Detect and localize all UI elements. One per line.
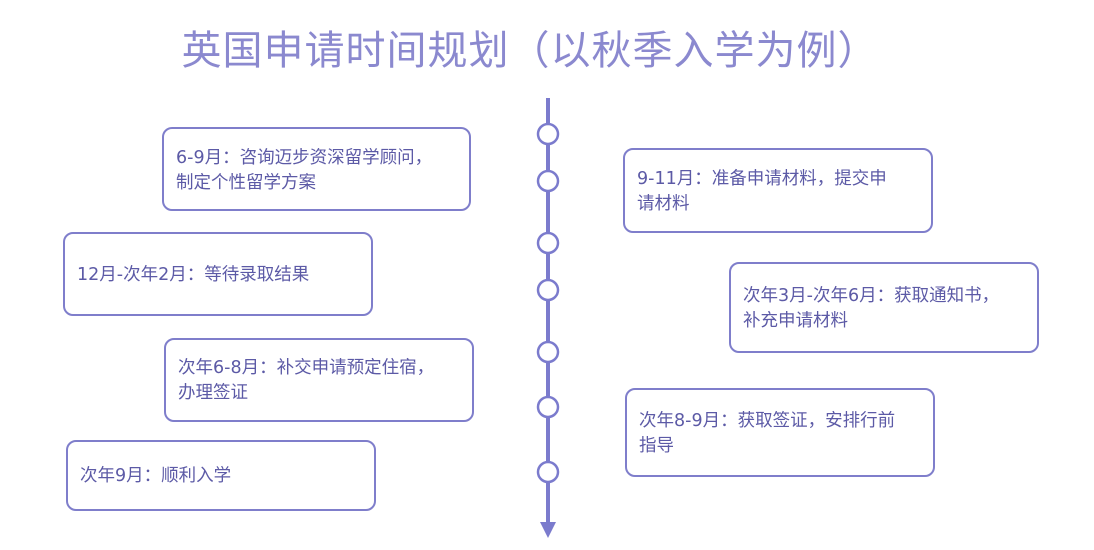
- step-box-4: 次年3月-次年6月：获取通知书，补充申请材料: [729, 262, 1039, 353]
- step-box-7: 次年9月：顺利入学: [66, 440, 376, 511]
- step-text-6: 次年8-9月：获取签证，安排行前指导: [639, 411, 896, 456]
- timeline-node: [536, 169, 560, 193]
- step-text-1: 6-9月：咨询迈步资深留学顾问，制定个性留学方案: [176, 148, 433, 193]
- timeline-node: [536, 340, 560, 364]
- step-text-2: 9-11月：准备申请材料，提交申请材料: [637, 169, 887, 214]
- step-box-5: 次年6-8月：补交申请预定住宿，办理签证: [164, 338, 474, 422]
- step-text-4: 次年3月-次年6月：获取通知书，补充申请材料: [743, 286, 1000, 331]
- timeline-arrow-icon: [540, 522, 556, 538]
- timeline-node: [536, 395, 560, 419]
- timeline-node: [536, 122, 560, 146]
- step-text-3: 12月-次年2月：等待录取结果: [77, 265, 310, 285]
- timeline-node: [536, 278, 560, 302]
- step-box-1: 6-9月：咨询迈步资深留学顾问，制定个性留学方案: [162, 127, 471, 211]
- step-box-2: 9-11月：准备申请材料，提交申请材料: [623, 148, 933, 233]
- step-text-7: 次年9月：顺利入学: [80, 466, 232, 486]
- step-box-6: 次年8-9月：获取签证，安排行前指导: [625, 388, 935, 477]
- timeline-node: [536, 231, 560, 255]
- step-text-5: 次年6-8月：补交申请预定住宿，办理签证: [178, 358, 435, 403]
- step-box-3: 12月-次年2月：等待录取结果: [63, 232, 373, 316]
- timeline-node: [536, 460, 560, 484]
- page-title: 英国申请时间规划（以秋季入学为例）: [181, 28, 879, 74]
